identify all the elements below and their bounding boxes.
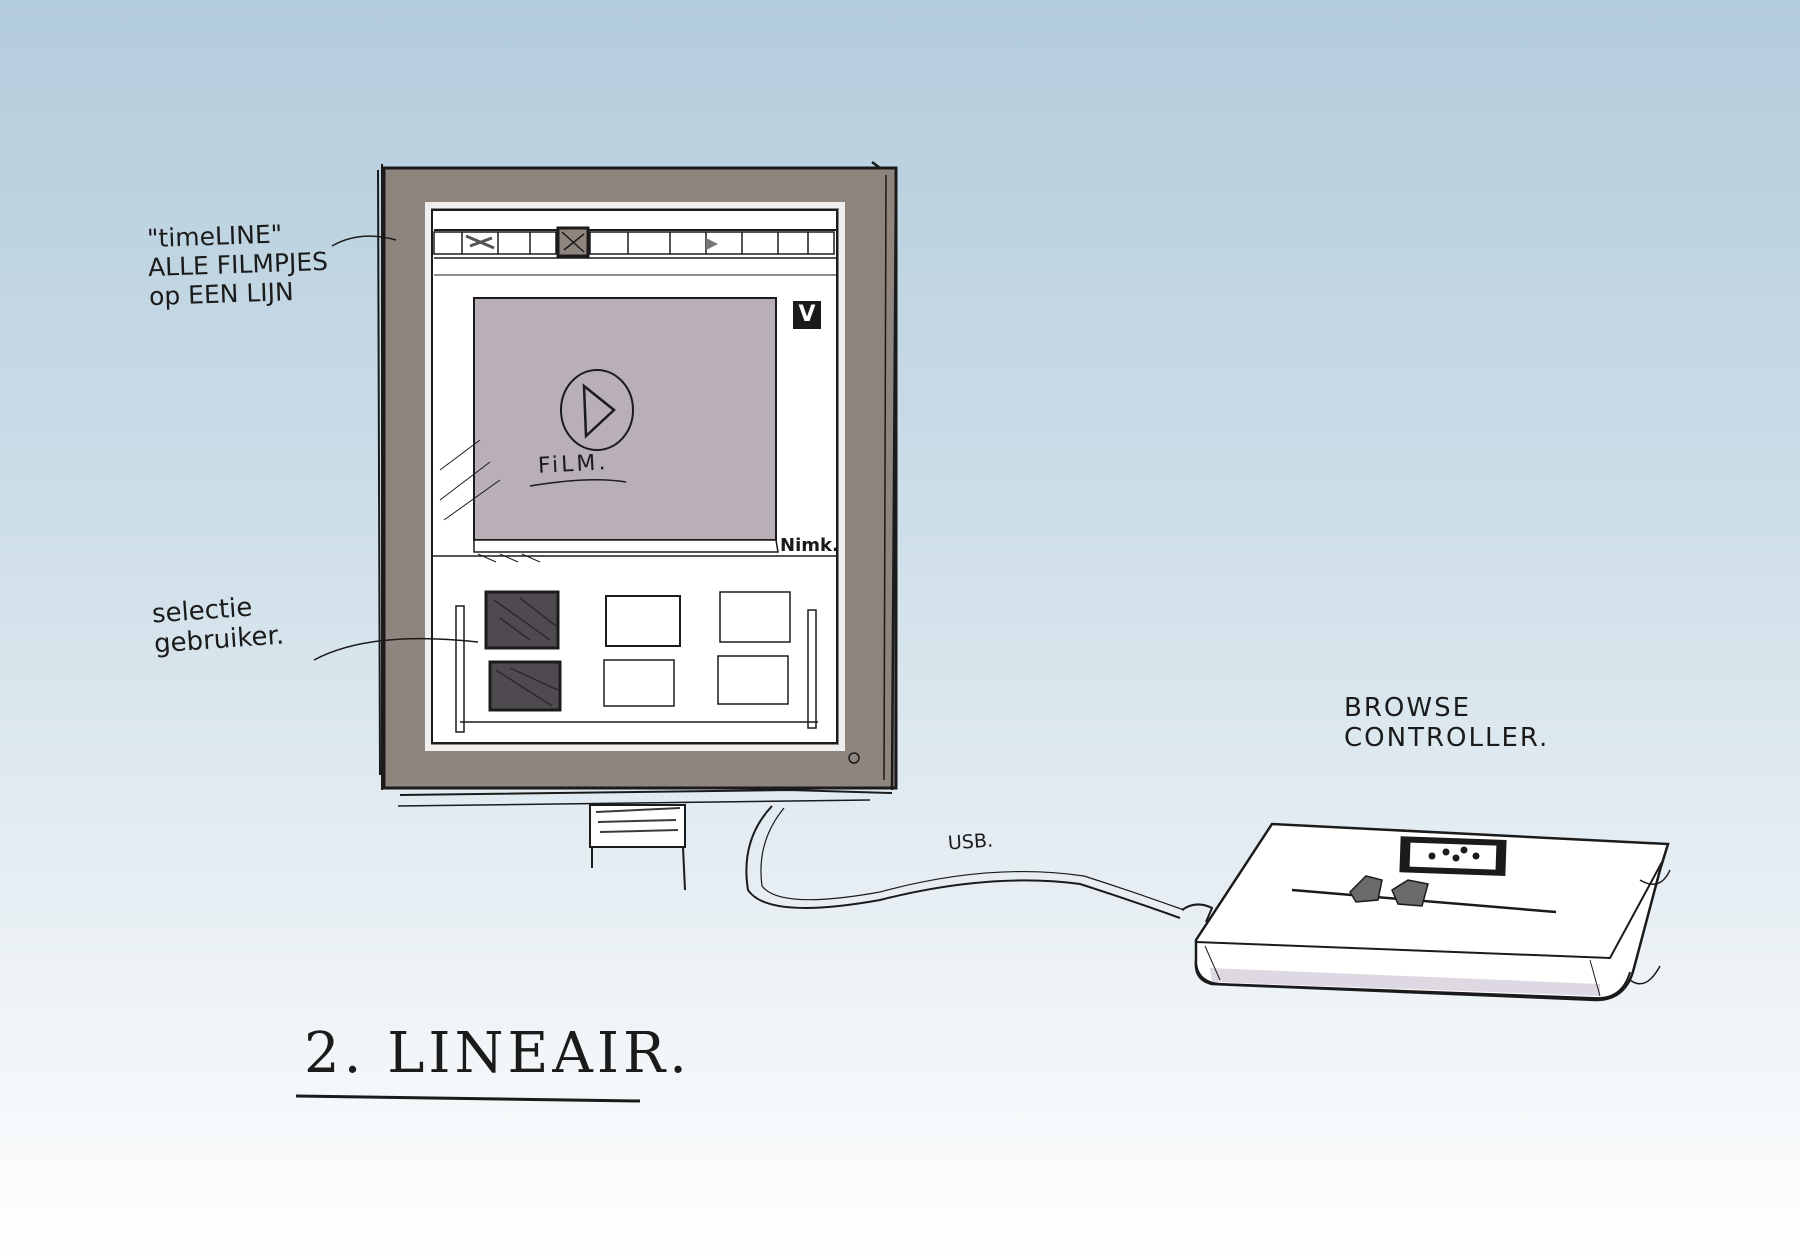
title-underline <box>295 1094 641 1103</box>
thumbnail[interactable] <box>605 595 681 647</box>
brand-label: Nimk. <box>780 535 839 556</box>
usb-label: USB. <box>947 829 994 855</box>
kiosk-monitor <box>377 161 898 891</box>
annotation-line: CONTROLLER. <box>1344 722 1550 753</box>
page-title: 2. LINEAIR. <box>304 1021 691 1086</box>
browse-controller[interactable] <box>1181 822 1671 1002</box>
controller-display <box>1399 836 1507 876</box>
selectie-annotation: selectie gebruiker. <box>151 592 285 661</box>
browse-controller-annotation: BROWSE CONTROLLER. <box>1344 693 1550 754</box>
usb-cable <box>745 805 1181 919</box>
thumbnail-grid[interactable] <box>455 590 818 733</box>
thumbnail-selected[interactable] <box>488 660 562 712</box>
timeline-leader-line <box>331 235 397 247</box>
monitor-stand <box>397 788 893 891</box>
power-dot-icon[interactable] <box>848 752 860 764</box>
timeline-annotation: "timeLINE" ALLE FILMPJES op EEN LIJN <box>147 219 330 311</box>
selectie-leader-line <box>313 637 479 661</box>
film-label: FiLM. <box>537 450 610 479</box>
film-underline <box>529 479 627 487</box>
thumbnail-scrollbar-left[interactable] <box>455 605 465 733</box>
video-player[interactable] <box>439 297 779 563</box>
thumbnail[interactable] <box>719 591 791 643</box>
play-icon[interactable] <box>560 369 634 451</box>
thumbnail[interactable] <box>717 655 789 705</box>
thumbnail-selected[interactable] <box>484 590 560 650</box>
annotation-line: BROWSE <box>1344 693 1472 723</box>
timeline-strip[interactable] <box>433 226 836 276</box>
controller-slider[interactable] <box>1291 875 1557 914</box>
thumbnail[interactable] <box>603 659 675 707</box>
v-logo-icon: V <box>793 301 821 329</box>
thumbnail-scrollbar-right[interactable] <box>807 609 817 729</box>
